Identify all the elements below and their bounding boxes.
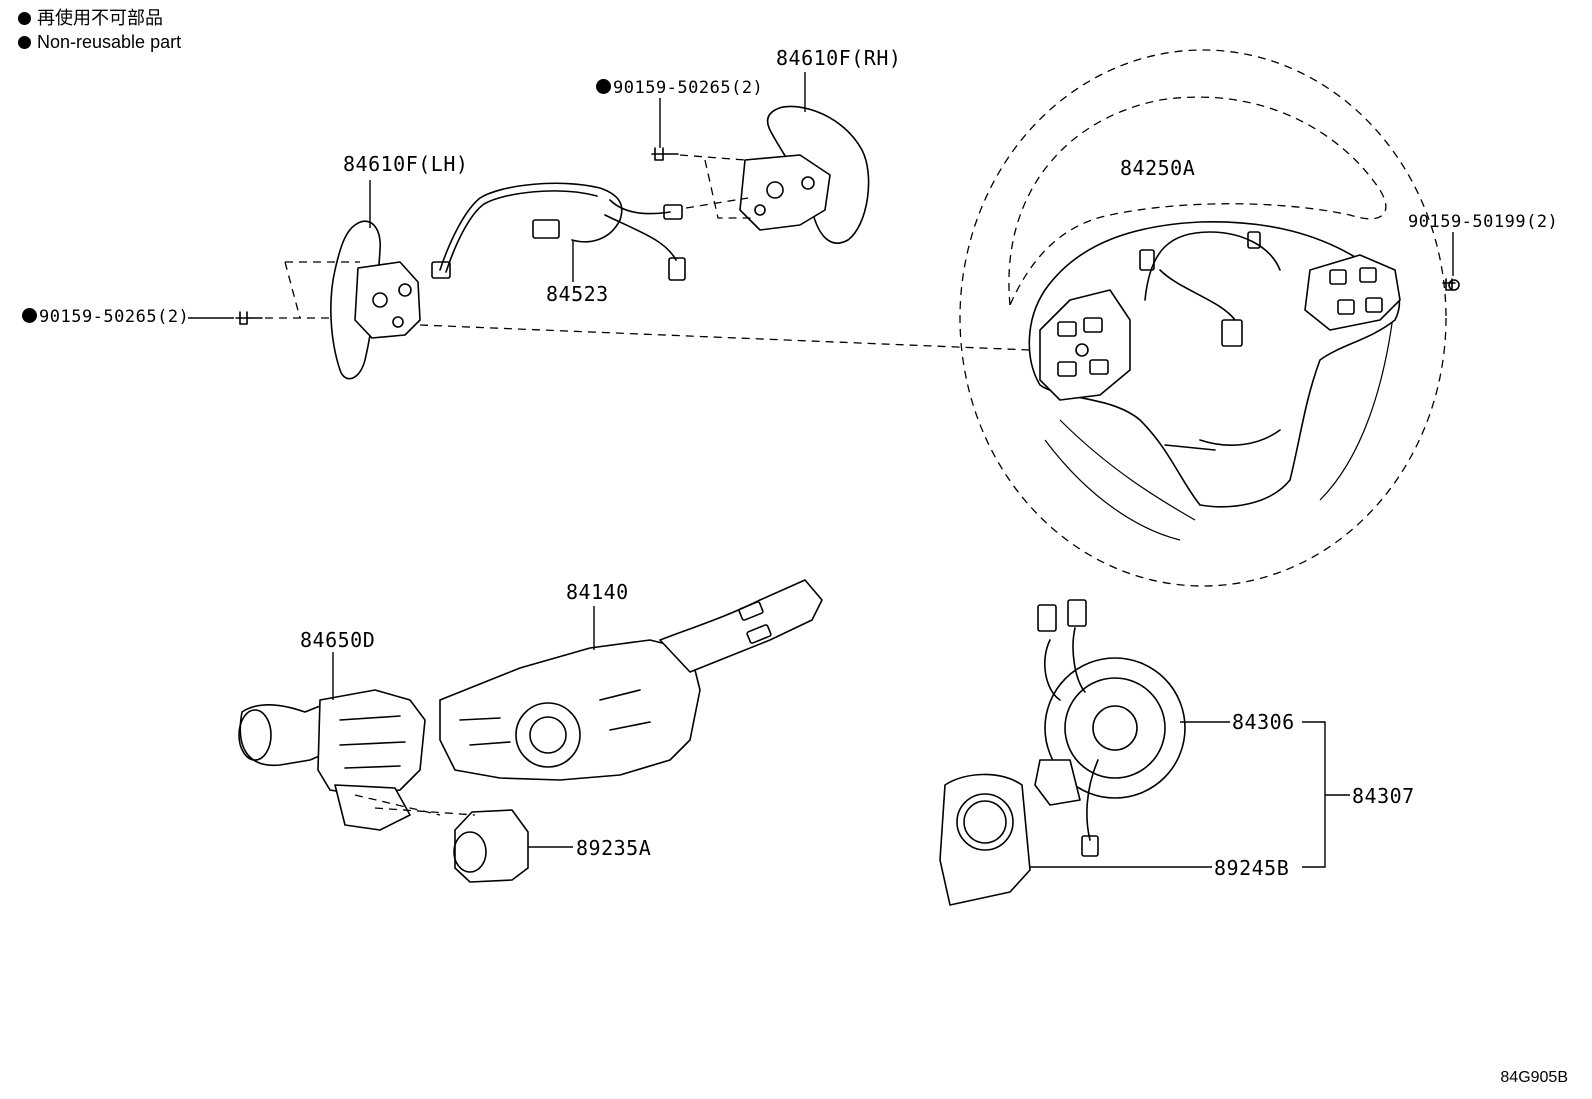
steering-switch-right[interactable] — [1304, 254, 1401, 331]
label-84610F-RH[interactable]: 84610F(RH) — [776, 46, 902, 70]
steering-wheel-wire-harness — [1139, 231, 1281, 347]
label-84140[interactable]: 84140 — [566, 580, 629, 604]
label-84307[interactable]: 84307 — [1352, 784, 1415, 808]
screw-90159-50199[interactable] — [1442, 278, 1460, 291]
wiper-switch-84650D[interactable] — [238, 689, 426, 831]
label-89235A[interactable]: 89235A — [576, 836, 652, 860]
label-84523[interactable]: 84523 — [546, 282, 609, 306]
label-text: 90159-50265(2) — [613, 78, 764, 98]
legend-text-jp: 再使用不可部品 — [37, 8, 163, 28]
legend-text-en: Non-reusable part — [37, 32, 182, 52]
label-text: 90159-50265(2) — [39, 307, 190, 327]
label-84306[interactable]: 84306 — [1232, 710, 1295, 734]
switch-89235A[interactable] — [453, 809, 529, 883]
steering-wheel-outline — [959, 49, 1447, 587]
steering-sensor-89245B[interactable] — [939, 773, 1031, 906]
legend-row-jp: 再使用不可部品 — [18, 6, 181, 30]
non-reusable-dot-icon — [596, 79, 611, 94]
assembly-dashed-lines-lower — [354, 794, 476, 816]
non-reusable-dot-icon — [22, 308, 37, 323]
turn-signal-switch-84140[interactable] — [439, 579, 823, 781]
legend: 再使用不可部品 Non-reusable part — [18, 6, 181, 54]
label-89245B[interactable]: 89245B — [1214, 856, 1290, 880]
non-reusable-dot-icon — [18, 11, 31, 25]
assembly-dashed-lines — [265, 154, 1031, 351]
label-84610F-LH[interactable]: 84610F(LH) — [343, 152, 469, 176]
bracket-84307 — [1302, 721, 1350, 868]
label-90159-50199[interactable]: 90159-50199(2) — [1408, 212, 1559, 232]
non-reusable-dot-icon — [18, 35, 31, 49]
diagram-reference-code: 84G905B — [1500, 1069, 1568, 1086]
label-90159-50265-left[interactable]: 90159-50265(2) — [22, 307, 189, 327]
label-90159-50265-top[interactable]: 90159-50265(2) — [596, 78, 763, 98]
wire-harness-84523[interactable] — [431, 182, 686, 281]
paddle-shifter-lh[interactable] — [330, 220, 421, 380]
legend-row-en: Non-reusable part — [18, 30, 181, 54]
label-84650D[interactable]: 84650D — [300, 628, 376, 652]
steering-switch-left[interactable] — [1039, 289, 1131, 401]
paddle-shifter-rh[interactable] — [739, 105, 870, 244]
spiral-cable-84306[interactable] — [1034, 599, 1186, 857]
screw-90159-50265-left[interactable] — [235, 311, 263, 325]
screw-90159-50265-top[interactable] — [651, 147, 679, 161]
label-84250A[interactable]: 84250A — [1120, 156, 1196, 180]
